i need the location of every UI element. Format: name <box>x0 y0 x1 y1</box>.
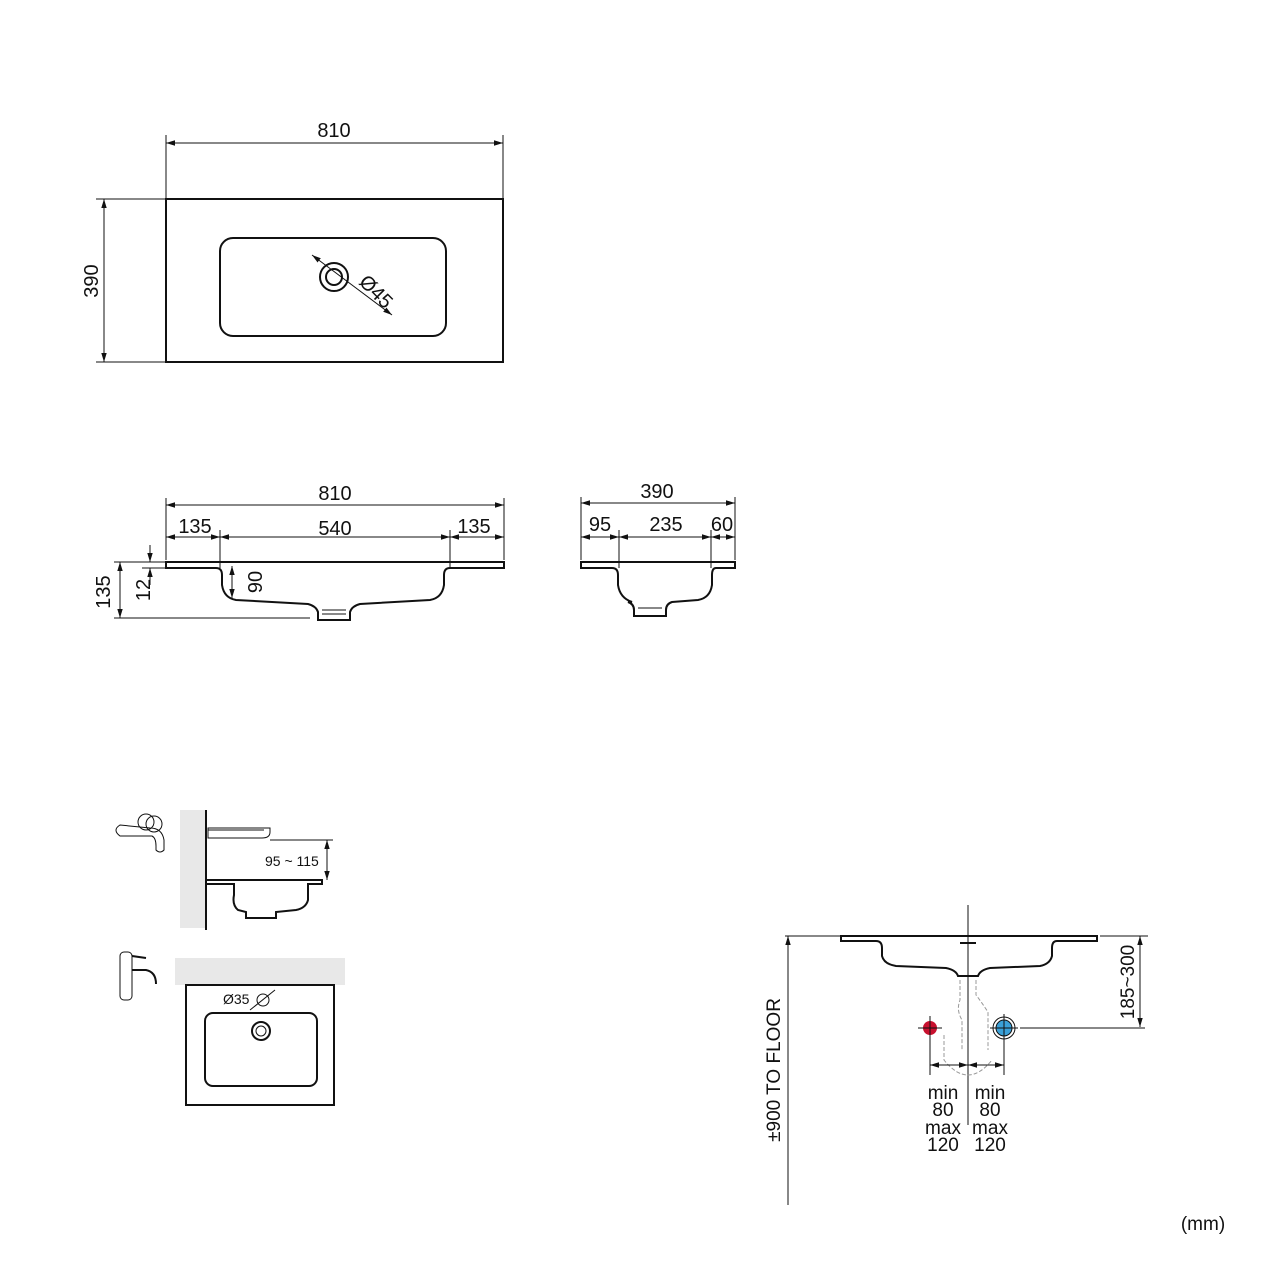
front-section: 810 135 540 135 135 12 90 <box>93 483 505 621</box>
basin-width-dimension: 540 <box>318 518 351 540</box>
left-max-value: 120 <box>927 1135 959 1156</box>
installation-view: ±900 TO FLOOR 185~300 min 80 max 120 min… <box>764 905 1148 1205</box>
wall-tap-icon <box>115 813 165 853</box>
spout-height-dimension: 95 ~ 115 <box>265 853 319 869</box>
bowl-outline <box>219 237 447 337</box>
trap-height-dimension: 185~300 <box>1118 945 1139 1020</box>
wall-tap-view: 95 ~ 115 <box>115 810 333 930</box>
tap-hole-dimension: Ø35 <box>223 991 250 1007</box>
left-min-label: min <box>928 1083 959 1104</box>
right-min-value: 80 <box>979 1100 1000 1121</box>
right-min-label: min <box>975 1083 1006 1104</box>
basin-outline <box>165 198 504 363</box>
width-dimension: 810 <box>317 120 350 142</box>
hot-water-icon <box>918 1016 942 1040</box>
cold-water-icon <box>990 1014 1018 1042</box>
back-dimension: 60 <box>711 514 733 536</box>
side-depth-dimension: 390 <box>640 481 673 503</box>
front-dimension: 95 <box>589 514 611 536</box>
right-max-value: 120 <box>974 1135 1006 1156</box>
depth-dimension: 390 <box>81 264 103 297</box>
front-width-dimension: 810 <box>318 483 351 505</box>
drain-dimension: Ø45 <box>354 271 396 313</box>
top-view: Ø45 810 390 <box>81 120 504 363</box>
height-dimension: 135 <box>93 575 115 608</box>
slab-dimension: 12 <box>133 579 155 601</box>
floor-height-dimension: ±900 TO FLOOR <box>764 998 785 1142</box>
left-min-value: 80 <box>932 1100 953 1121</box>
deck-tap-icon <box>119 951 157 1001</box>
left-max-label: max <box>925 1118 961 1139</box>
bowl-depth-dimension: 90 <box>245 571 267 593</box>
right-rim-dimension: 135 <box>457 516 490 538</box>
left-rim-dimension: 135 <box>178 516 211 538</box>
units-label: (mm) <box>1181 1214 1225 1235</box>
drain-icon <box>319 262 349 292</box>
deck-tap-view: Ø35 <box>119 951 345 1106</box>
right-max-label: max <box>972 1118 1008 1139</box>
side-basin-dimension: 235 <box>649 514 682 536</box>
side-section: 390 95 235 60 <box>580 481 736 617</box>
